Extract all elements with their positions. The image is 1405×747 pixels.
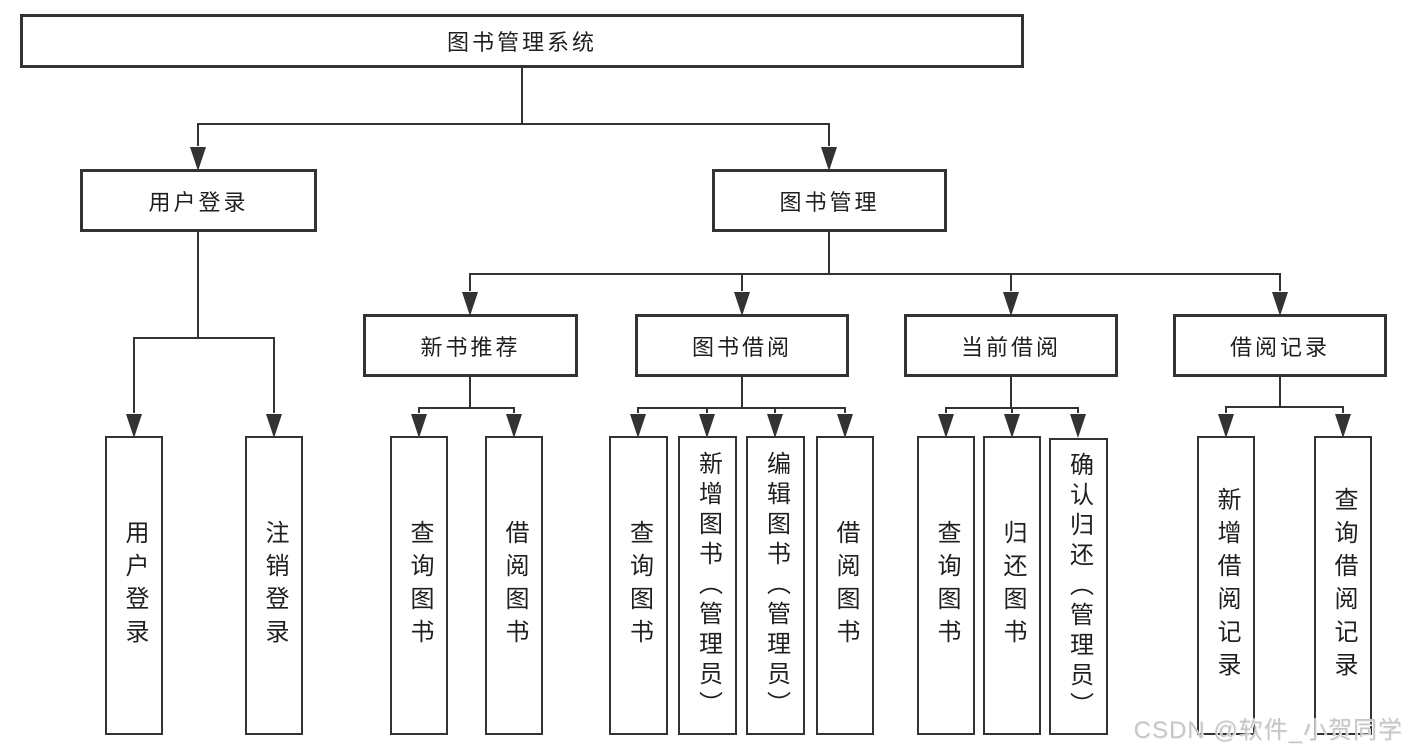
connector-drop-line xyxy=(1077,407,1079,413)
connector-stem-line xyxy=(828,232,830,273)
arrowhead-down-icon xyxy=(266,414,282,438)
node-leaf-nb-query: 查询图书 xyxy=(390,436,448,735)
node-leaf-bb-add: 新增图书（管理员） xyxy=(678,436,737,735)
connector-drop-line xyxy=(1225,406,1227,413)
node-label: 查询图书 xyxy=(933,519,960,652)
node-book-borrow: 图书借阅 xyxy=(635,314,849,377)
connector-drop-line xyxy=(774,407,776,413)
connector-rail-line xyxy=(197,123,830,125)
node-leaf-cb-query: 查询图书 xyxy=(917,436,975,735)
node-leaf-user-login: 用户登录 xyxy=(105,436,163,735)
node-new-book-recommend: 新书推荐 xyxy=(363,314,578,377)
arrowhead-down-icon xyxy=(1004,414,1020,438)
connector-drop-line xyxy=(469,273,471,291)
connector-stem-line xyxy=(197,232,199,337)
node-label: 图书管理系统 xyxy=(446,30,597,55)
arrowhead-down-icon xyxy=(734,292,750,316)
connector-drop-line xyxy=(273,337,275,413)
connector-drop-line xyxy=(1279,273,1281,291)
node-label: 借阅图书 xyxy=(832,519,859,652)
node-leaf-bb-query: 查询图书 xyxy=(609,436,668,735)
node-leaf-cb-confirm: 确认归还（管理员） xyxy=(1049,438,1108,735)
node-label: 用户登录 xyxy=(121,519,148,652)
node-leaf-br-add: 新增借阅记录 xyxy=(1197,436,1255,735)
arrowhead-down-icon xyxy=(938,414,954,438)
connector-rail-line xyxy=(418,407,515,409)
node-leaf-bb-borrow: 借阅图书 xyxy=(816,436,874,735)
arrowhead-down-icon xyxy=(1335,414,1351,438)
arrowhead-down-icon xyxy=(1218,414,1234,438)
arrowhead-down-icon xyxy=(630,414,646,438)
arrowhead-down-icon xyxy=(1003,292,1019,316)
node-book-management: 图书管理 xyxy=(712,169,947,232)
connector-drop-line xyxy=(945,407,947,413)
node-root: 图书管理系统 xyxy=(20,14,1024,68)
connector-stem-line xyxy=(1279,377,1281,406)
node-leaf-nb-borrow: 借阅图书 xyxy=(485,436,543,735)
node-label: 借阅图书 xyxy=(501,519,528,652)
arrowhead-down-icon xyxy=(411,414,427,438)
connector-rail-line xyxy=(469,273,1281,275)
connector-drop-line xyxy=(1010,273,1012,291)
arrowhead-down-icon xyxy=(837,414,853,438)
arrowhead-down-icon xyxy=(1070,414,1086,438)
node-leaf-bb-edit: 编辑图书（管理员） xyxy=(746,436,805,735)
node-label: 新增图书（管理员） xyxy=(694,450,722,721)
node-label: 用户登录 xyxy=(148,189,249,215)
node-label: 当前借阅 xyxy=(960,334,1061,360)
node-label: 编辑图书（管理员） xyxy=(762,450,790,721)
arrowhead-down-icon xyxy=(462,292,478,316)
connector-drop-line xyxy=(197,123,199,146)
arrowhead-down-icon xyxy=(1272,292,1288,316)
node-label: 借阅记录 xyxy=(1229,334,1330,360)
node-current-borrow: 当前借阅 xyxy=(904,314,1118,377)
arrowhead-down-icon xyxy=(190,147,206,171)
arrowhead-down-icon xyxy=(699,414,715,438)
node-leaf-cb-return: 归还图书 xyxy=(983,436,1041,735)
connector-drop-line xyxy=(1342,406,1344,413)
node-label: 图书管理 xyxy=(779,189,880,215)
node-label: 归还图书 xyxy=(999,519,1026,652)
connector-drop-line xyxy=(1011,407,1013,413)
arrowhead-down-icon xyxy=(506,414,522,438)
node-leaf-logout: 注销登录 xyxy=(245,436,303,735)
connector-stem-line xyxy=(741,377,743,407)
node-label: 查询借阅记录 xyxy=(1330,486,1357,685)
node-label: 注销登录 xyxy=(261,519,288,652)
connector-drop-line xyxy=(828,123,830,146)
node-user-login: 用户登录 xyxy=(80,169,317,232)
connector-drop-line xyxy=(706,407,708,413)
connector-rail-line xyxy=(637,407,846,409)
node-label: 查询图书 xyxy=(625,519,653,652)
watermark: CSDN @软件_小贺同学 xyxy=(1133,717,1403,744)
connector-stem-line xyxy=(469,377,471,407)
connector-stem-line xyxy=(521,68,523,123)
connector-drop-line xyxy=(844,407,846,413)
arrowhead-down-icon xyxy=(767,414,783,438)
connector-drop-line xyxy=(133,337,135,413)
node-leaf-br-query: 查询借阅记录 xyxy=(1314,436,1372,735)
node-label: 查询图书 xyxy=(406,519,433,652)
connector-rail-line xyxy=(133,337,275,339)
node-label: 新书推荐 xyxy=(420,334,521,360)
connector-drop-line xyxy=(513,407,515,413)
connector-drop-line xyxy=(418,407,420,413)
arrowhead-down-icon xyxy=(821,147,837,171)
node-label: 图书借阅 xyxy=(691,334,792,360)
arrowhead-down-icon xyxy=(126,414,142,438)
node-label: 确认归还（管理员） xyxy=(1065,451,1093,722)
connector-stem-line xyxy=(1010,377,1012,407)
connector-drop-line xyxy=(741,273,743,291)
node-label: 新增借阅记录 xyxy=(1213,486,1240,685)
connector-drop-line xyxy=(637,407,639,413)
node-borrow-records: 借阅记录 xyxy=(1173,314,1387,377)
connector-rail-line xyxy=(1225,406,1344,408)
